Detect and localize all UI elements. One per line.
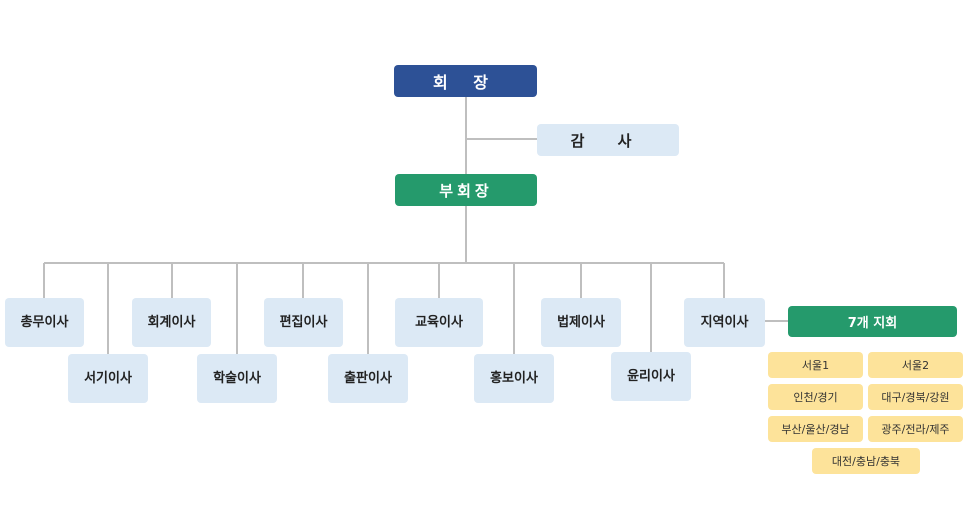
branch-seoul2: 서울2	[868, 352, 963, 378]
branch-gwangju-jeolla-jeju: 광주/전라/제주	[868, 416, 963, 442]
branch-daegu-gyeongbuk-gangwon: 대구/경북/강원	[868, 384, 963, 410]
branch-daejeon-chungnam-chungbuk: 대전/충남/충북	[812, 448, 920, 474]
auditor-box: 감 사	[537, 124, 679, 156]
branch-busan-ulsan-gyeongnam: 부산/울산/경남	[768, 416, 863, 442]
branch-incheon-gyeonggi: 인천/경기	[768, 384, 863, 410]
vice-president-box: 부회장	[395, 174, 537, 206]
branch-group-title: 7개 지회	[788, 306, 957, 337]
branch-seoul1: 서울1	[768, 352, 863, 378]
president-box: 회 장	[394, 65, 537, 97]
